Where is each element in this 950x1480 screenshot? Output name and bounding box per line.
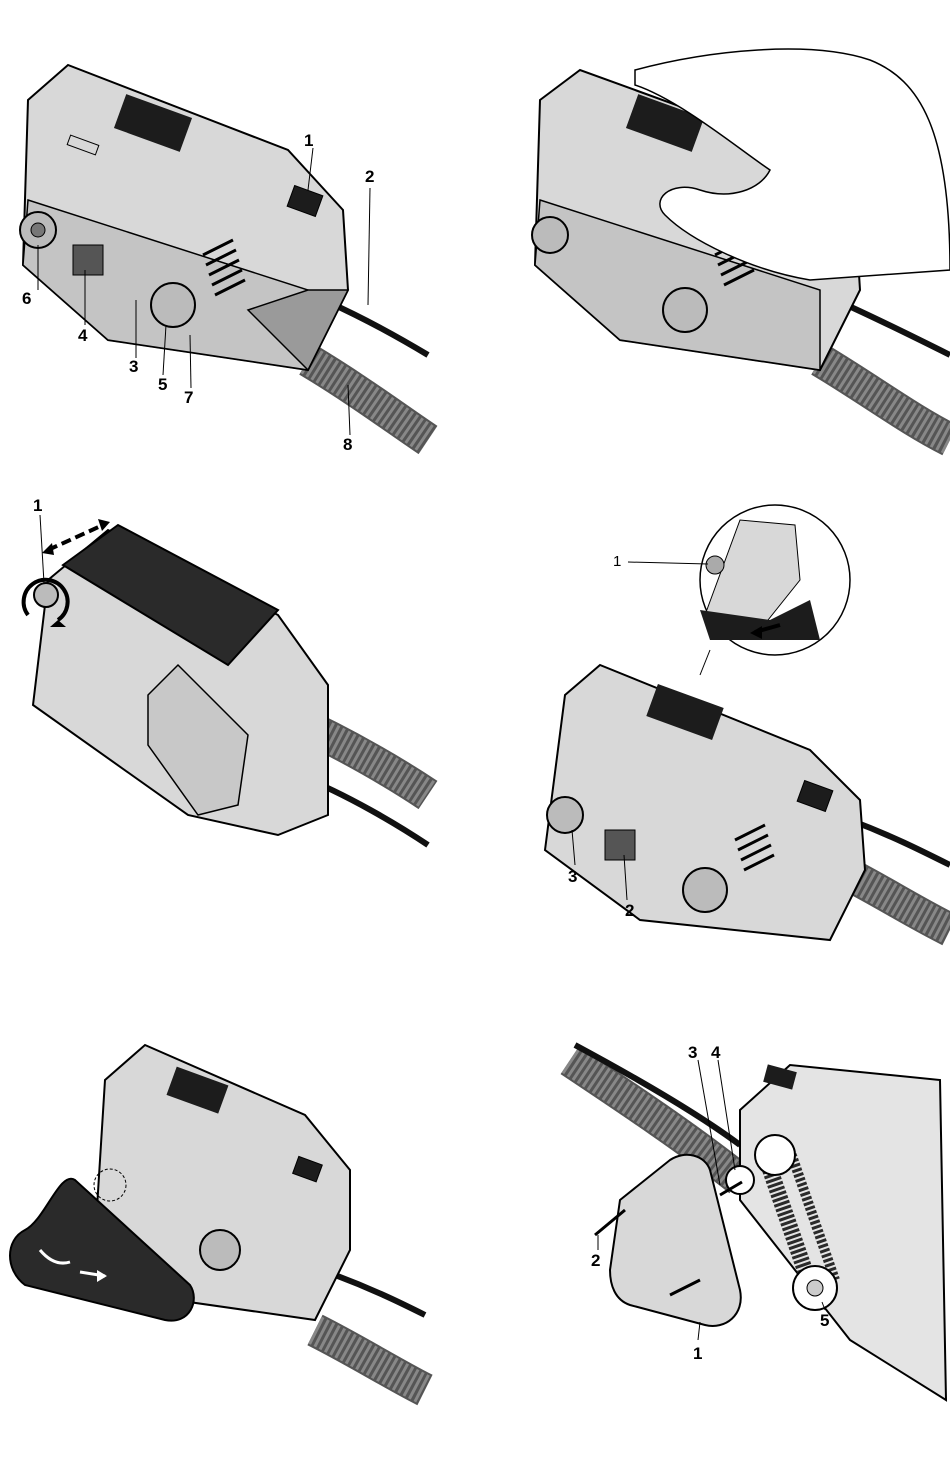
power-cable [335, 1275, 425, 1315]
window [605, 830, 635, 860]
callout-1: 1 [613, 554, 621, 569]
callout-3: 3 [129, 358, 138, 375]
drive-pulley [755, 1135, 795, 1175]
callout-1: 1 [693, 1345, 702, 1362]
front-roller [532, 217, 568, 253]
callout-1: 1 [33, 497, 42, 514]
panel-drive-belt: 3 4 2 5 1 [510, 1040, 950, 1480]
callout-2: 2 [591, 1252, 600, 1269]
tension-knob [34, 583, 58, 607]
panel-belt-change [5, 1040, 445, 1480]
belt-tension-drawing [8, 495, 448, 935]
rear-roller [663, 288, 707, 332]
callout-3: 3 [568, 868, 577, 885]
window [73, 245, 103, 275]
callout-4: 4 [78, 327, 87, 344]
callout-5: 5 [158, 376, 167, 393]
panel-belt-tracking: 1 2 3 [510, 500, 950, 940]
callout-2: 2 [365, 168, 374, 185]
callout-4: 4 [711, 1044, 720, 1061]
callout-5: 5 [820, 1312, 829, 1329]
panel-hand-grip [510, 40, 950, 480]
callout-1: 1 [304, 132, 313, 149]
rear-roller [200, 1230, 240, 1270]
drive-belt-drawing [510, 1040, 950, 1480]
tracking-screw [706, 556, 724, 574]
belt-sander-with-hand-drawing [510, 40, 950, 480]
belt-sander-drawing [8, 40, 448, 480]
callout-2: 2 [625, 902, 634, 919]
power-cable [840, 302, 950, 355]
callout-8: 8 [343, 436, 352, 453]
front-roller [547, 797, 583, 833]
power-cable [328, 302, 428, 355]
callout-7: 7 [184, 389, 193, 406]
callout-3: 3 [688, 1044, 697, 1061]
panel-overview: 1 2 3 4 5 6 7 8 [8, 40, 448, 480]
dust-hose [820, 360, 950, 440]
rear-roller [151, 283, 195, 327]
rear-roller [683, 868, 727, 912]
callout-6: 6 [22, 290, 31, 307]
belt-change-drawing [5, 1040, 445, 1480]
panel-belt-tension: 1 [8, 495, 448, 935]
housing-open [740, 1065, 946, 1400]
